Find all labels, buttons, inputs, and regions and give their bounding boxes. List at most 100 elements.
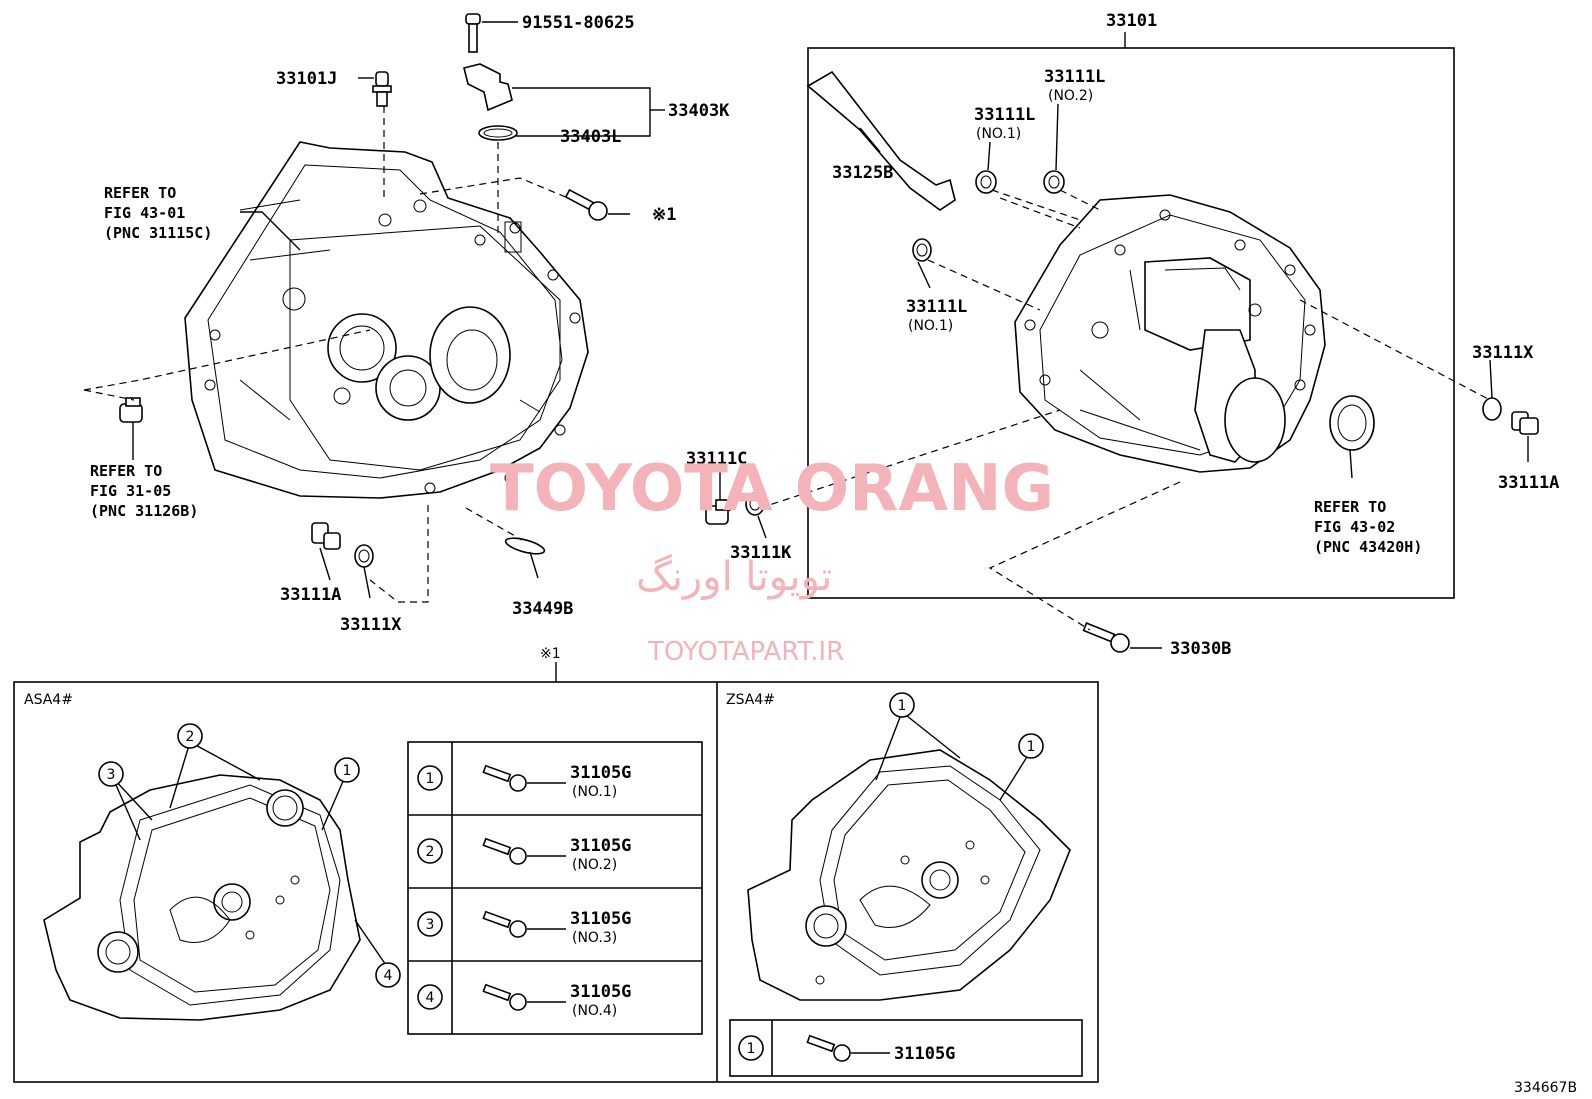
lever-33125b-icon — [806, 70, 956, 211]
oil-seal-43420h-icon — [1329, 395, 1375, 451]
svg-text:(PNC 31115C): (PNC 31115C) — [104, 224, 212, 242]
label-33101j: 33101J — [276, 69, 337, 89]
gasket-33111k-icon — [745, 492, 765, 516]
gasket-33111x-left-icon — [354, 544, 374, 568]
label-33111l-a: 33111L — [974, 105, 1035, 125]
label-33111l-b-sub: (NO.2) — [1048, 88, 1093, 104]
plug-33111c-icon — [705, 499, 731, 525]
leader-lines — [132, 21, 1529, 649]
right-assembly-frame — [807, 47, 1455, 599]
asa4-row-4-part: 31105G — [570, 982, 631, 1002]
asa4-row-3: 3 31105G (NO.3) — [417, 909, 631, 946]
svg-text:1: 1 — [343, 763, 352, 779]
label-33111k: 33111K — [730, 543, 792, 563]
transaxle-case-drawing — [1014, 194, 1326, 473]
svg-text:4: 4 — [426, 990, 435, 1006]
asa4-row-2-part: 31105G — [570, 836, 631, 856]
oil-seal-33111l-no1-top-icon — [975, 170, 997, 194]
svg-text:2: 2 — [186, 729, 195, 745]
label-33111l-a-sub: (NO.1) — [976, 126, 1021, 142]
gasket-33111x-right-icon — [1482, 397, 1502, 421]
zsa4-callouts: 1 1 — [875, 692, 1044, 801]
svg-text:1: 1 — [1027, 739, 1036, 755]
asa4-callout-1 — [334, 757, 360, 783]
svg-text:1: 1 — [898, 698, 907, 714]
oil-seal-33111l-no1-mid-icon — [912, 238, 932, 262]
label-33111x-right: 33111X — [1472, 343, 1534, 363]
detail-mark: ※1 — [540, 646, 561, 662]
label-33111l-b: 33111L — [1044, 67, 1105, 87]
watermark: TOYOTA ORANG تویوتا اورنگ TOYOTAPART.IR — [490, 452, 1054, 667]
label-note1: ※1 — [652, 205, 676, 225]
svg-text:1: 1 — [747, 1041, 756, 1057]
asa4-row-4-sub: (NO.4) — [572, 1003, 617, 1019]
asa4-row-3-part: 31105G — [570, 909, 631, 929]
asa4-title: ASA4# — [24, 692, 73, 708]
svg-text:4: 4 — [384, 968, 393, 984]
label-33403l: 33403L — [560, 127, 621, 147]
svg-text:2: 2 — [426, 844, 435, 860]
label-33030b: 33030B — [1170, 639, 1231, 659]
svg-text:FIG 43-01: FIG 43-01 — [104, 204, 185, 222]
asa4-housing-drawing — [43, 774, 361, 1021]
svg-text:1: 1 — [426, 771, 435, 787]
label-33449b: 33449B — [512, 599, 573, 619]
label-33111a-right: 33111A — [1498, 473, 1559, 493]
asa4-bolt-table: 1 31105G (NO.1) 2 31105G (NO.2) 3 — [407, 741, 703, 1035]
asa4-row-4: 4 31105G (NO.4) — [417, 982, 631, 1019]
watermark-brand: TOYOTA ORANG — [490, 452, 1054, 526]
zsa4-title: ZSA4# — [726, 692, 775, 708]
refer-note-43-01: REFER TO FIG 43-01 (PNC 31115C) — [104, 184, 212, 242]
label-91551-80625: 91551-80625 — [522, 13, 635, 33]
watermark-brand-fa: تویوتا اورنگ — [636, 554, 832, 600]
refer-note-43-02: REFER TO FIG 43-02 (PNC 43420H) — [1314, 498, 1422, 556]
detail-panel: ※1 ASA4# ZSA4# 1 — [13, 646, 1099, 1083]
svg-text:(PNC 43420H): (PNC 43420H) — [1314, 538, 1422, 556]
asa4-row-1-sub: (NO.1) — [572, 784, 617, 800]
assembly-dashed-lines — [83, 106, 1491, 631]
asa4-callouts: 1 2 3 4 — [98, 723, 401, 988]
svg-text:FIG 43-02: FIG 43-02 — [1314, 518, 1395, 536]
watermark-site: TOYOTAPART.IR — [647, 637, 844, 667]
svg-text:REFER TO: REFER TO — [104, 184, 176, 202]
zsa4-callout-1b — [1018, 733, 1044, 759]
asa4-callout-3 — [98, 761, 124, 787]
asa4-row-3-sub: (NO.3) — [572, 930, 617, 946]
refer-note-31-05: REFER TO FIG 31-05 (PNC 31126B) — [90, 462, 198, 520]
clutch-housing-drawing — [184, 141, 589, 499]
svg-text:3: 3 — [426, 917, 435, 933]
label-33111c: 33111C — [686, 449, 747, 469]
breather-plug-33101j-icon — [372, 71, 392, 107]
label-33125b: 33125B — [832, 163, 893, 183]
plug-33111a-right-icon — [1511, 411, 1539, 435]
svg-text:FIG 31-05: FIG 31-05 — [90, 482, 171, 500]
svg-text:3: 3 — [107, 767, 116, 783]
asa4-row-1: 1 31105G (NO.1) — [417, 763, 631, 800]
svg-text:REFER TO: REFER TO — [1314, 498, 1386, 516]
bolt-91551-icon — [465, 13, 481, 53]
label-33111x-left: 33111X — [340, 615, 402, 635]
zsa4-callout-1a — [889, 692, 915, 718]
zsa4-row-1-part: 31105G — [894, 1044, 955, 1064]
asa4-row-2: 2 31105G (NO.2) — [417, 836, 631, 873]
plug-33111a-left-icon — [311, 522, 341, 550]
bolt-note1-icon — [564, 188, 608, 221]
label-33111a-left: 33111A — [280, 585, 341, 605]
label-33111l-c: 33111L — [906, 297, 967, 317]
zsa4-housing-drawing — [747, 749, 1071, 1001]
svg-text:REFER TO: REFER TO — [90, 462, 162, 480]
label-33101: 33101 — [1106, 11, 1157, 31]
part-labels: 33101 91551-80625 33101J 33403K 33403L ※… — [276, 11, 1559, 659]
asa4-callout-2 — [177, 723, 203, 749]
seal-33449b-icon — [504, 537, 546, 555]
zsa4-row-1: 1 31105G — [738, 1034, 955, 1064]
speedometer-driven-33403k-icon — [463, 63, 513, 112]
label-33111l-c-sub: (NO.1) — [908, 318, 953, 334]
plug-33126b-icon — [119, 397, 143, 423]
zsa4-bolt-table: 1 31105G — [729, 1019, 1083, 1077]
bolt-33030b-icon — [1082, 622, 1130, 653]
oil-seal-33111l-no2-icon — [1043, 170, 1065, 194]
diagram-id: 334667B — [1514, 1080, 1577, 1096]
